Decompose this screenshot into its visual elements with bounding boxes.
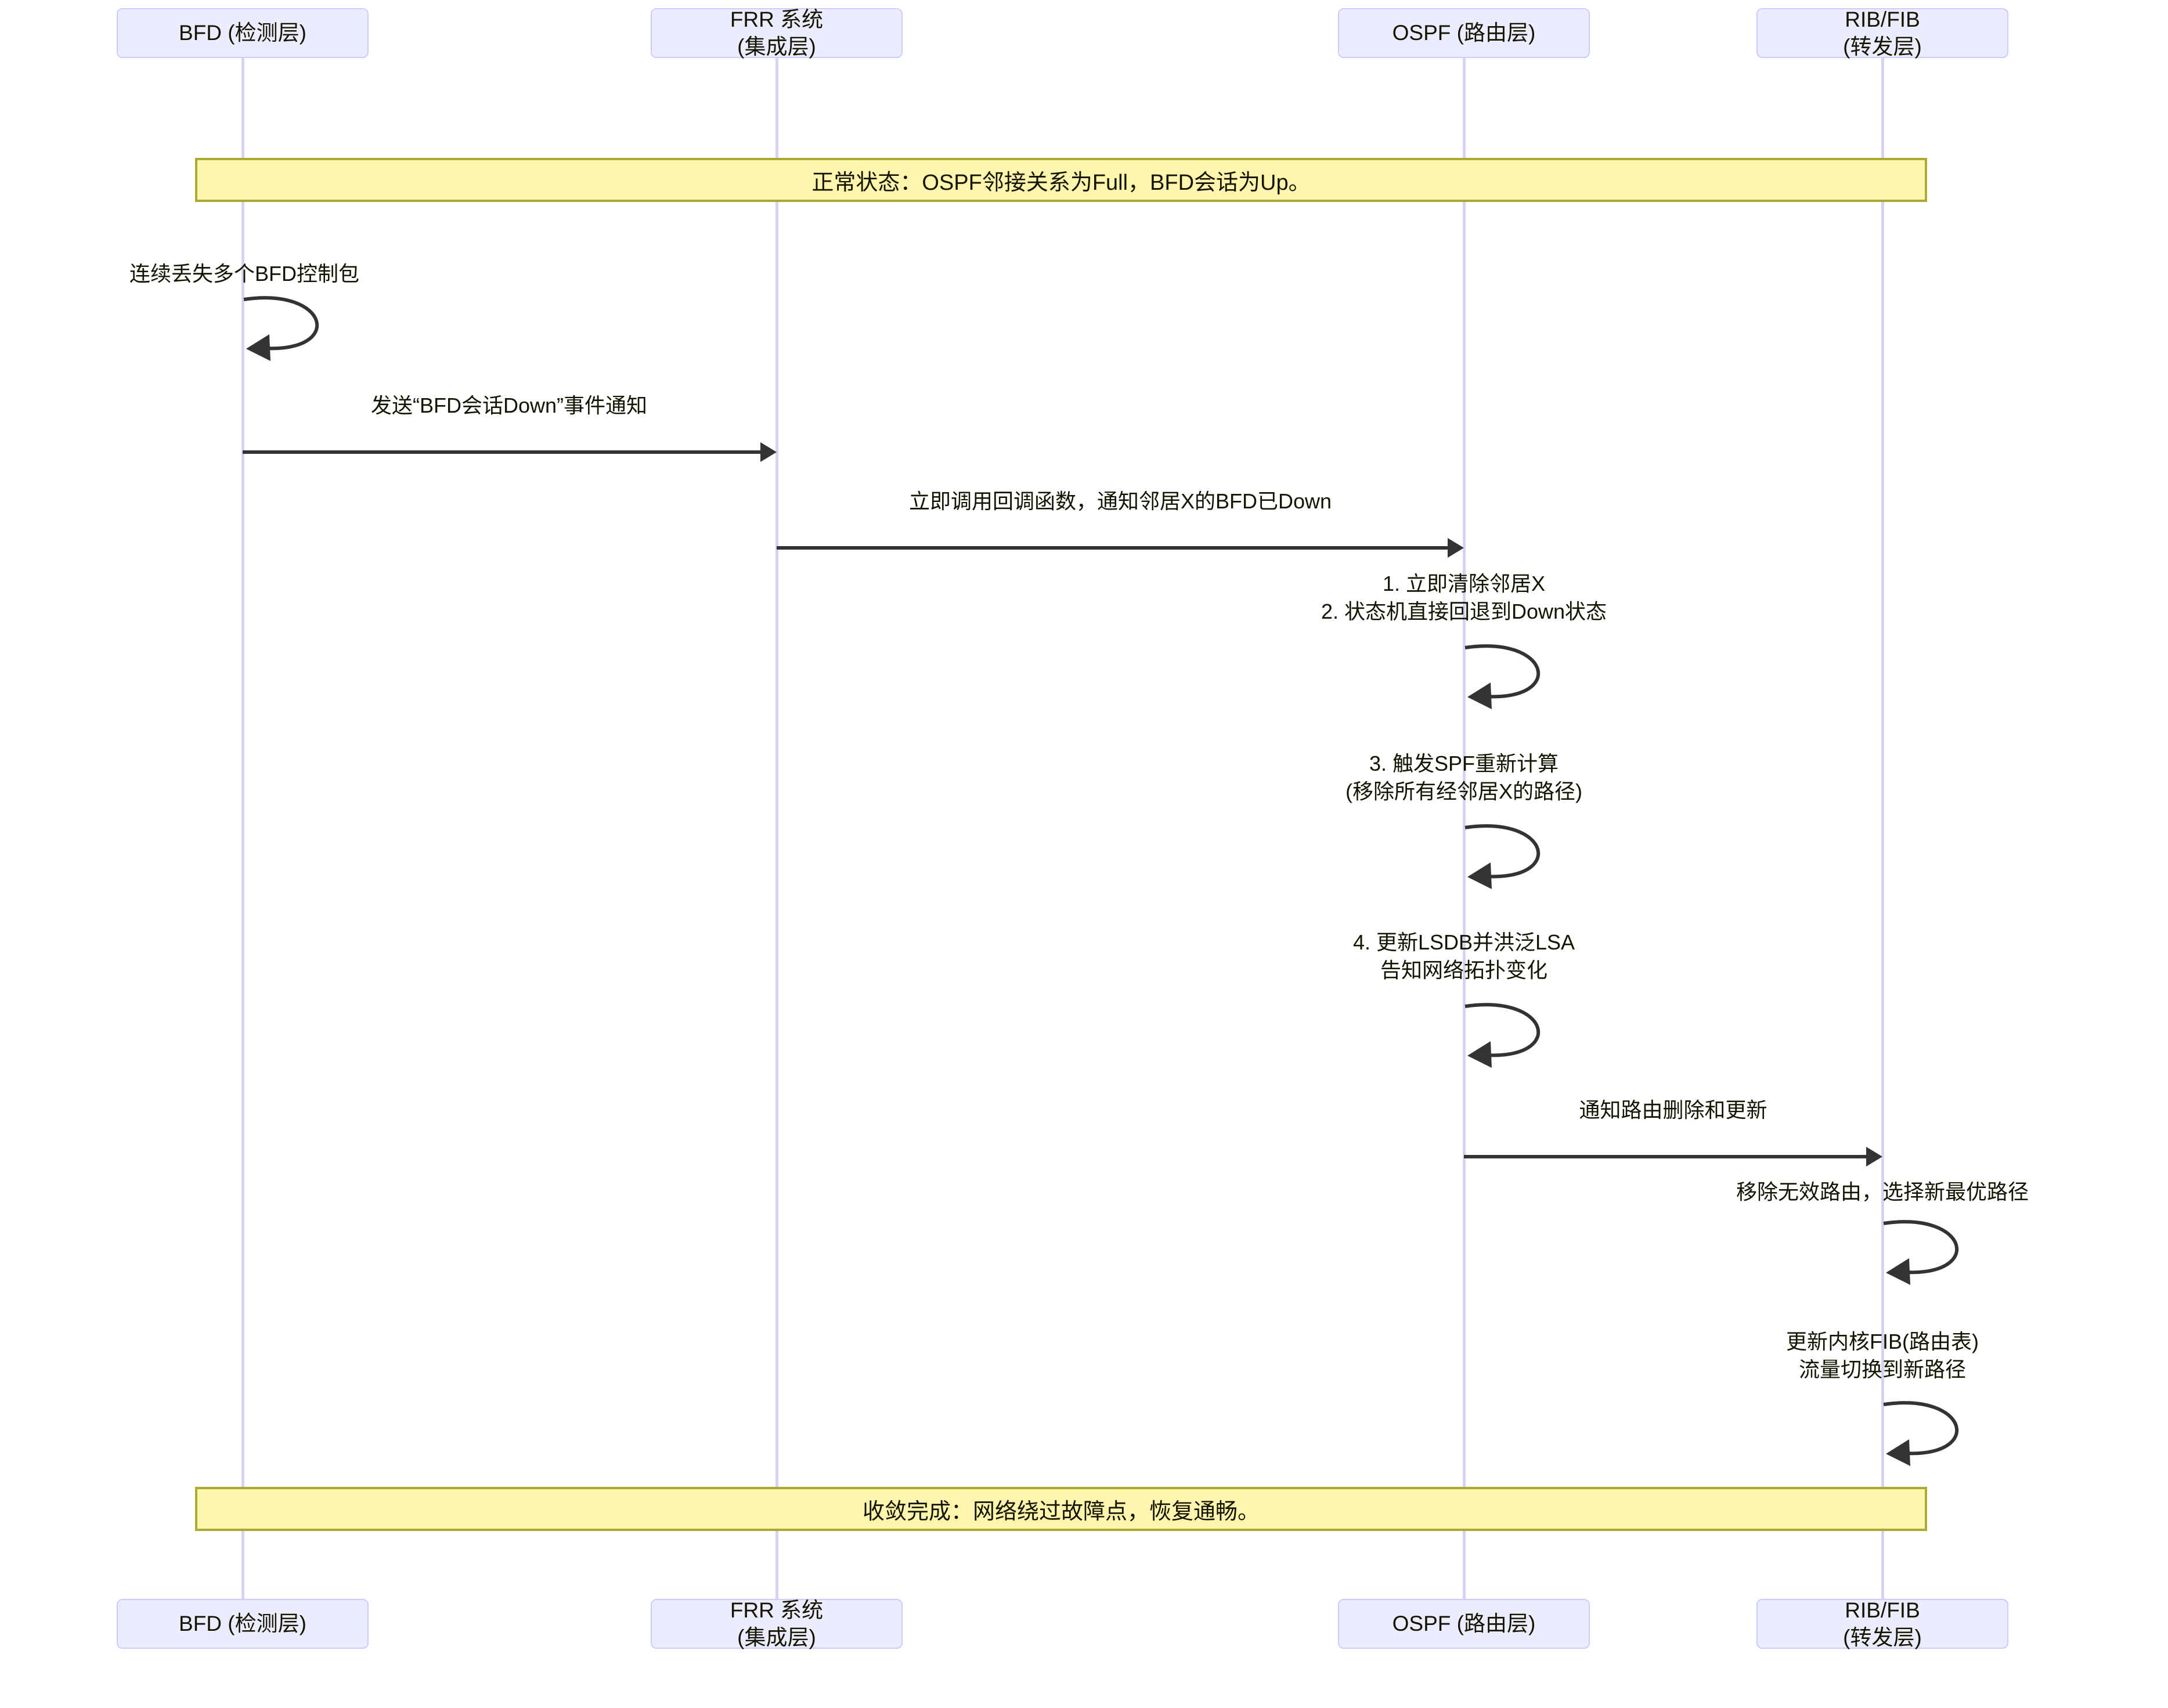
lifeline-frr: [775, 58, 778, 1602]
participant-bfd-top[interactable]: BFD (检测层): [117, 8, 369, 58]
message-label-m9: 更新内核FIB(路由表) 流量切换到新路径: [1786, 1330, 1979, 1381]
lifeline-rib: [1881, 58, 1884, 1602]
self-message-m4: [1464, 643, 1592, 713]
self-message-m8: [1882, 1219, 2010, 1288]
message-label-m5: 3. 触发SPF重新计算 (移除所有经邻居X的路径): [1345, 752, 1582, 803]
participant-frr-top[interactable]: FRR 系统 (集成层): [651, 8, 903, 59]
self-message-m1: [243, 295, 370, 364]
message-label-m4: 1. 立即清除邻居X 2. 状态机直接回退到Down状态: [1321, 572, 1607, 623]
self-message-m6: [1464, 1002, 1592, 1071]
participant-bfd-bottom[interactable]: BFD (检测层): [117, 1599, 369, 1649]
participant-ospf-bottom[interactable]: OSPF (路由层): [1338, 1599, 1590, 1649]
participant-frr-bottom[interactable]: FRR 系统 (集成层): [651, 1598, 903, 1649]
message-label-m7: 通知路由删除和更新: [1579, 1098, 1767, 1122]
participant-ospf-top[interactable]: OSPF (路由层): [1338, 8, 1590, 58]
message-label-m6: 4. 更新LSDB并洪泛LSA 告知网络拓扑变化: [1352, 930, 1575, 982]
lifeline-ospf: [1463, 58, 1466, 1602]
message-label-m3: 立即调用回调函数，通知邻居X的BFD已Down: [908, 489, 1332, 513]
self-message-m9: [1882, 1400, 2010, 1469]
note-convergence-complete: 收敛完成：网络绕过故障点，恢复通畅。: [195, 1487, 1927, 1531]
participant-rib-bottom[interactable]: RIB/FIB (转发层): [1756, 1598, 2008, 1649]
participant-rib-top[interactable]: RIB/FIB (转发层): [1756, 8, 2008, 59]
message-label-m8: 移除无效路由，选择新最优路径: [1736, 1180, 2029, 1204]
note-normal-state: 正常状态：OSPF邻接关系为Full，BFD会话为Up。: [195, 158, 1927, 202]
self-message-m5: [1464, 823, 1592, 893]
lifeline-bfd: [241, 58, 244, 1602]
message-label-m1: 连续丢失多个BFD控制包: [129, 262, 359, 286]
message-label-m2: 发送“BFD会话Down”事件通知: [370, 393, 648, 417]
